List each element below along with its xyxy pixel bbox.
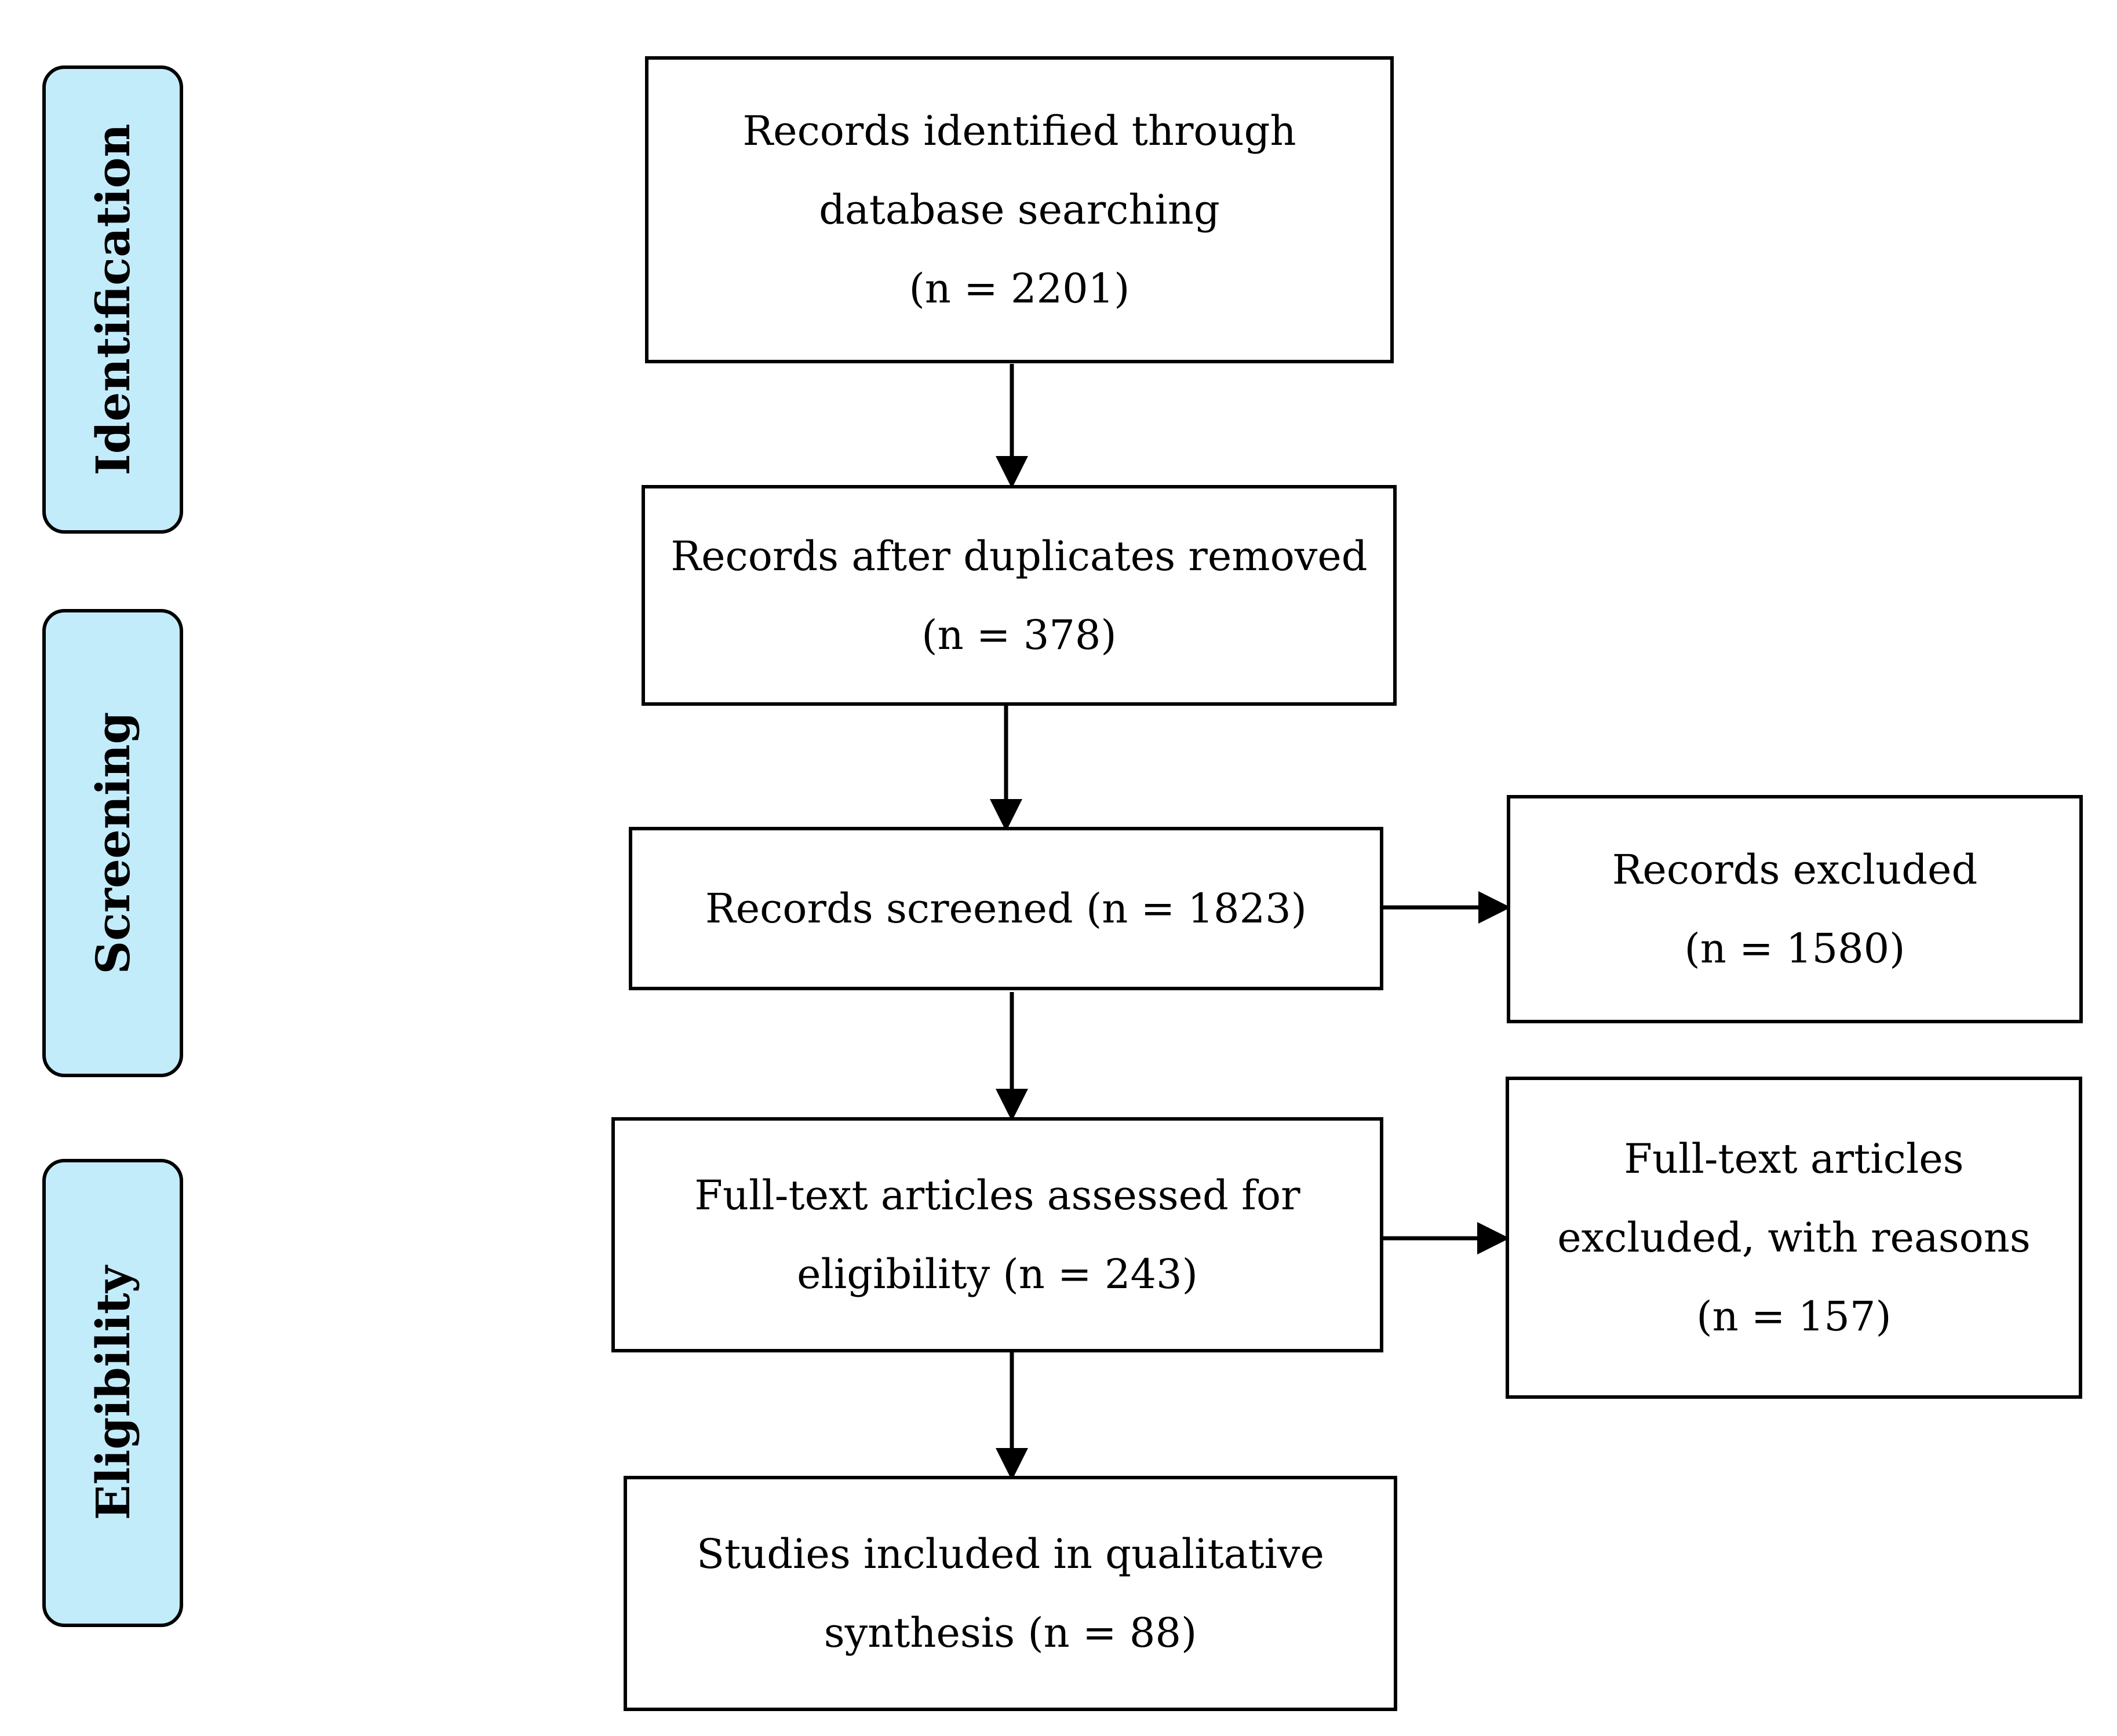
box-text-line: Records identified through [742,107,1296,155]
box-text-line: Records after duplicates removed [671,532,1368,580]
box-text-line: Records excluded [1612,846,1978,893]
box-fulltext-assessed: Full-text articles assessed for eligibil… [611,1117,1383,1352]
box-records-excluded: Records excluded (n = 1580) [1507,795,2083,1023]
box-studies-included: Studies included in qualitative synthesi… [624,1476,1397,1711]
box-fulltext-excluded: Full-text articles excluded, with reason… [1506,1077,2082,1399]
box-records-identified: Records identified through database sear… [645,56,1394,363]
box-text-line: (n = 1580) [1684,925,1905,972]
box-text-line: Records screened (n = 1823) [705,885,1307,932]
stage-identification: Identification [42,65,183,534]
box-records-screened: Records screened (n = 1823) [629,827,1383,990]
box-text-line: (n = 2201) [909,265,1130,312]
stage-label: Screening [85,712,140,975]
box-text-line: Full-text articles [1624,1135,1964,1183]
box-text-line: (n = 378) [921,611,1117,659]
box-text-line: Studies included in qualitative [697,1530,1324,1578]
stage-screening: Screening [42,609,183,1077]
stage-label: Identification [85,123,140,476]
stage-label: Eligibility [85,1265,140,1520]
box-text-line: (n = 157) [1696,1293,1892,1340]
box-text-line: eligibility (n = 243) [797,1250,1198,1298]
box-text-line: excluded, with reasons [1557,1214,2031,1261]
box-text-line: Full-text articles assessed for [694,1172,1300,1219]
box-text-line: synthesis (n = 88) [824,1609,1197,1657]
stage-eligibility: Eligibility [42,1159,183,1627]
box-duplicates-removed: Records after duplicates removed (n = 37… [642,485,1397,706]
box-text-line: database searching [819,186,1220,234]
